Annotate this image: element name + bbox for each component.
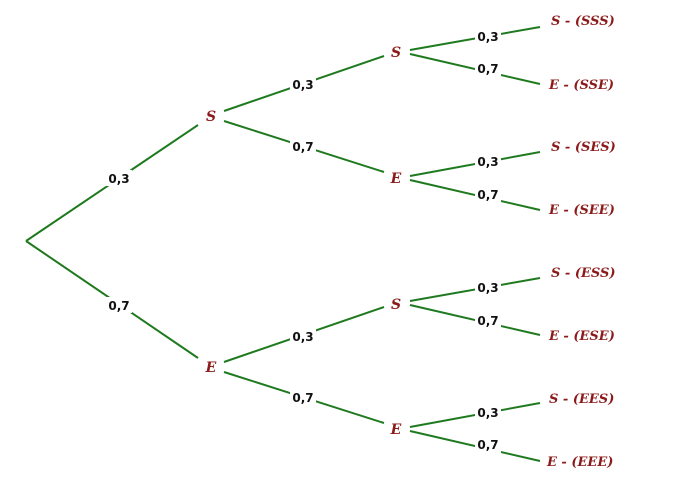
prob-E-E: 0,7 xyxy=(292,391,313,405)
leaf-SES: S - (SES) xyxy=(551,140,616,155)
leaf-SEE: E - (SEE) xyxy=(548,203,615,218)
leaf-EES: S - (EES) xyxy=(549,392,614,407)
prob-SS-S: 0,3 xyxy=(477,30,498,44)
leaf-ESE: E - (ESE) xyxy=(548,329,615,344)
node-S: S xyxy=(206,109,216,125)
node-E: E xyxy=(205,360,217,376)
prob-S-S: 0,3 xyxy=(292,78,313,92)
prob-SS-E: 0,7 xyxy=(477,62,498,76)
node-SE: E xyxy=(390,171,402,187)
prob-ES-S: 0,3 xyxy=(477,281,498,295)
leaf-ESS: S - (ESS) xyxy=(551,266,616,281)
leaf-SSS: S - (SSS) xyxy=(551,14,615,29)
node-EE: E xyxy=(390,422,402,438)
prob-root-E: 0,7 xyxy=(108,299,129,313)
leaf-EEE: E - (EEE) xyxy=(546,455,613,470)
prob-E-S: 0,3 xyxy=(292,330,313,344)
prob-ES-E: 0,7 xyxy=(477,314,498,328)
prob-SE-S: 0,3 xyxy=(477,155,498,169)
node-SS: S xyxy=(391,45,401,61)
node-ES: S xyxy=(391,297,401,313)
prob-SE-E: 0,7 xyxy=(477,188,498,202)
prob-EE-S: 0,3 xyxy=(477,406,498,420)
leaf-SSE: E - (SSE) xyxy=(548,78,614,93)
prob-S-E: 0,7 xyxy=(292,140,313,154)
prob-EE-E: 0,7 xyxy=(477,438,498,452)
prob-root-S: 0,3 xyxy=(108,172,129,186)
